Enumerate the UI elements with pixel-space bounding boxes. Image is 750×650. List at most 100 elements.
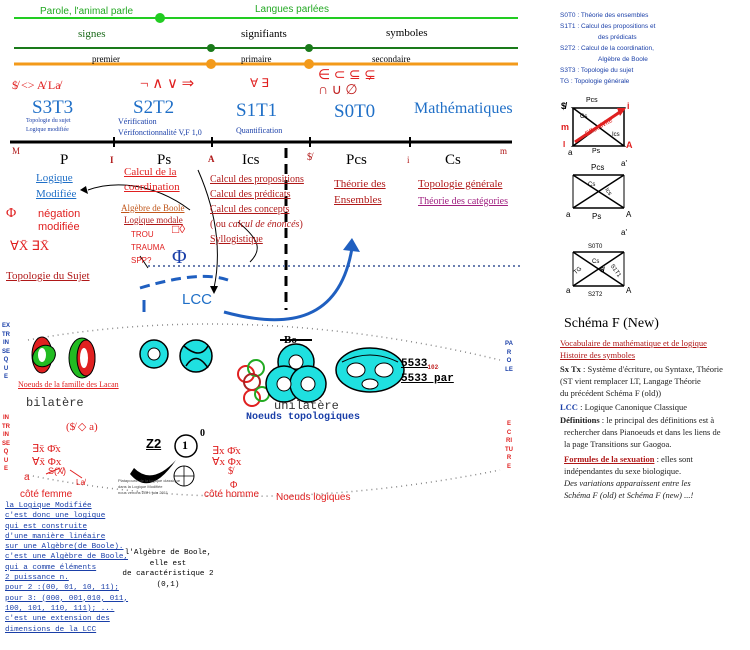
axis-m: m (500, 146, 508, 156)
label-signes: signes (78, 28, 106, 40)
link-theorie-ensembles-2[interactable]: Ensembles (334, 194, 382, 206)
link-logique-modale[interactable]: Logique modale (124, 215, 183, 225)
sx-text2: (ST vient remplacer LT, Langage Théorie (560, 376, 701, 386)
col2-modal-symbols: □◊ (172, 222, 186, 236)
level-s1t1-sub: Quantification (236, 126, 283, 135)
legend-item: Algèbre de Boole (560, 54, 655, 65)
legend-item: TG : Topologie générale (560, 76, 655, 87)
bottom-line[interactable]: qui a comme éléments (5, 563, 97, 572)
var2: Schéma F (old) et Schéma F (new) ...! (564, 490, 694, 500)
boole-line3: de caractéristique 2 (122, 570, 214, 578)
link-calcul-predicats[interactable]: Calcul des prédicats (210, 189, 291, 200)
link-vocabulaire[interactable]: Vocabulaire de mathématique et de logiqu… (560, 338, 707, 348)
bottom-line[interactable]: sur une Algèbre(de Boole). (5, 543, 124, 552)
link-calcul-propositions[interactable]: Calcul des propositions (210, 174, 304, 185)
link-theorie-categories[interactable]: Théorie des catégories (418, 196, 508, 207)
legend-text: Algèbre de Boole (598, 56, 648, 63)
sex-phi: Φ (230, 480, 238, 491)
bottom-line[interactable]: la Logique Modifiée (5, 502, 92, 510)
label-cote-femme: côté femme (20, 489, 73, 500)
legend-text: des prédicats (598, 34, 637, 41)
link-5533[interactable]: 5533102 (401, 358, 438, 371)
knot-trefoil-small (237, 359, 270, 407)
link-formules[interactable]: Formules de la sexuation (564, 454, 655, 464)
knot-chain (335, 347, 405, 393)
axis-I: I (110, 155, 114, 165)
level-s3t3: S3T3 (32, 97, 74, 118)
bottom-line[interactable]: 100, 101, 110, 111); ... (5, 604, 115, 613)
link-histoire[interactable]: Histoire des symboles (560, 350, 636, 360)
axis-A: A (208, 154, 215, 164)
formules-line: Formules de la sexuation : elles sont (564, 454, 693, 464)
legend-item: S0T0 : Théorie des ensembles (560, 10, 655, 21)
link-noeuds-famille[interactable]: Noeuds de la famille des Lacan (18, 380, 119, 389)
knot-5533-sub: 102 (427, 364, 439, 372)
arrow-calcul (237, 221, 258, 263)
legend-item: S2T2 : Calcul de la coordination, (560, 43, 655, 54)
vertical-parole: PAROLE (505, 341, 513, 373)
sx-label: Sx Tx (560, 364, 581, 374)
def-text2: rechercher dans Pianoeuds et dans les li… (564, 427, 721, 437)
label-langues: Langues parlées (255, 4, 329, 15)
sx-line: Sx Tx : Système d'écriture, ou Syntaxe, … (560, 364, 723, 374)
label-premier: premier (92, 54, 120, 64)
link-algebre-boole[interactable]: Algèbre de Boole (121, 203, 185, 213)
bottom-line[interactable]: pour 3: (000, 001,010, 011, (5, 594, 129, 603)
bottom-line[interactable]: qui est construite (5, 522, 88, 531)
label-signifiants: signifiants (241, 28, 287, 40)
link-logique[interactable]: Logique (36, 172, 73, 184)
link-syllogistique[interactable]: Syllogistique (210, 234, 263, 245)
bottom-line[interactable]: dimensions de la LCC (5, 625, 97, 634)
bottom-line[interactable]: c'est donc une logique (5, 512, 106, 521)
link-topologie-generale[interactable]: Topologie générale (418, 178, 503, 190)
legend-text: : Calcul des propositions et (577, 23, 656, 30)
link-modifiee[interactable]: Modifiée (36, 188, 77, 200)
vertical-ecriture: ECRITURE (505, 421, 513, 470)
label-noeuds-logiques: Noeuds logiques (276, 492, 351, 503)
bottom-line[interactable]: c'est une Algèbre de Boole, (5, 553, 129, 562)
def-label: Définitions (560, 415, 600, 425)
sex-s-x: S(X̸) (48, 466, 66, 476)
boole-line4: (0,1) (156, 580, 180, 589)
level-s2t2-sub2: Vérifonctionnalité V,F 1,0 (118, 128, 202, 137)
legend-item: S3T3 : Topologie du sujet (560, 65, 655, 76)
level-s0t0: S0T0 (334, 101, 376, 122)
bottom-line[interactable]: d'une manière linéaire (5, 532, 106, 541)
knot-cyan-2 (179, 339, 213, 373)
legend-code: TG (560, 78, 570, 85)
symbols-s1: ∀ ∃ (250, 76, 269, 90)
dotted-arc (27, 323, 501, 361)
link-calcul-concepts[interactable]: Calcul des concepts (210, 204, 290, 215)
bottom-line[interactable]: c'est une extension des (5, 615, 110, 624)
bottom-line[interactable]: 2 puissance n. (5, 574, 69, 583)
axis-Ics: Ics (242, 152, 260, 168)
formules-text1: : elles sont (656, 454, 693, 464)
legend-item: S1T1 : Calcul des propositions et (560, 21, 655, 32)
link-topologie-sujet[interactable]: Topologie du Sujet (6, 270, 90, 282)
def-text3: la page Transitions sur Gaogoa. (564, 439, 672, 449)
link-5533-par[interactable]: 5533 par (401, 373, 454, 385)
schema-small-2 (572, 174, 625, 209)
link-calcul-coordination-2[interactable]: coordination (124, 181, 180, 193)
def-text1: : le principal des définitions est à (601, 415, 715, 425)
col3-enonces-post: ) (299, 219, 303, 230)
symbols-s0-row2: ∩ ∪ ∅ (318, 83, 358, 98)
link-theorie-ensembles-1[interactable]: Théorie des (334, 178, 386, 190)
schema-small-3 (572, 251, 625, 287)
lcc-line: LCC : Logique Canonique Classique (560, 402, 687, 412)
level-s3t3-sub1: Topologie du sujet (26, 118, 71, 124)
schema3-a: a (566, 286, 571, 295)
schema2-ps: Ps (592, 212, 602, 221)
bottom-line[interactable]: pour 2 :(00, 01, 10, 11); (5, 584, 119, 593)
axis-Cs: Cs (445, 152, 461, 168)
schema3-A: A (626, 286, 632, 295)
sex-left-row2: ∀x̄ Φx (32, 456, 62, 468)
schema2-pcs: Pcs (591, 163, 605, 172)
sex-tiny2: dans la Logique Modifiée (118, 484, 163, 489)
vertical-intrinseque: INTRINSEQUE (2, 415, 11, 472)
link-calcul-coordination-1[interactable]: Calcul de la (124, 166, 177, 178)
legend-code: S3T3 (560, 67, 576, 74)
z2-one: 1 (182, 438, 188, 452)
legend-item: des prédicats (560, 32, 655, 43)
legend-code: S1T1 (560, 23, 576, 30)
